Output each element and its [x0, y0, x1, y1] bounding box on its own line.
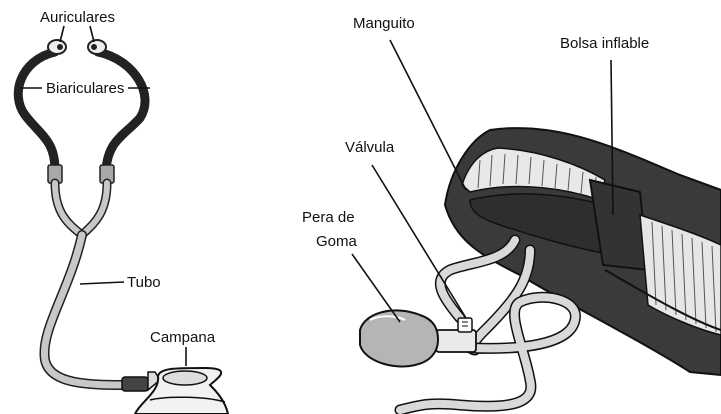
earpiece-left [48, 40, 66, 54]
label-tubo: Tubo [127, 274, 161, 291]
manguito-leader [390, 40, 466, 190]
blood-pressure-cuff: Manguito Bolsa inflable Válvula Pera de … [302, 15, 721, 410]
binaural-tubes [18, 52, 145, 170]
label-manguito: Manguito [353, 15, 415, 32]
stethoscope: Auriculares Biariculares Tubo Campana [18, 9, 228, 414]
label-valvula: Válvula [345, 139, 395, 156]
label-biariculares: Biariculares [46, 80, 124, 97]
label-pera-line1: Pera de [302, 209, 355, 226]
label-campana: Campana [150, 329, 216, 346]
tubo-leader [80, 282, 124, 284]
label-bolsa-inflable: Bolsa inflable [560, 35, 649, 52]
valve [436, 318, 476, 352]
label-auriculares: Auriculares [40, 9, 115, 26]
label-pera-line2: Goma [316, 233, 358, 250]
pera-leader [352, 254, 400, 322]
chestpiece-bell [122, 368, 228, 414]
auriculares-leader-left [60, 26, 64, 42]
earpiece-right [88, 40, 106, 54]
rubber-bulb [360, 310, 438, 366]
auriculares-leader-right [90, 26, 94, 42]
